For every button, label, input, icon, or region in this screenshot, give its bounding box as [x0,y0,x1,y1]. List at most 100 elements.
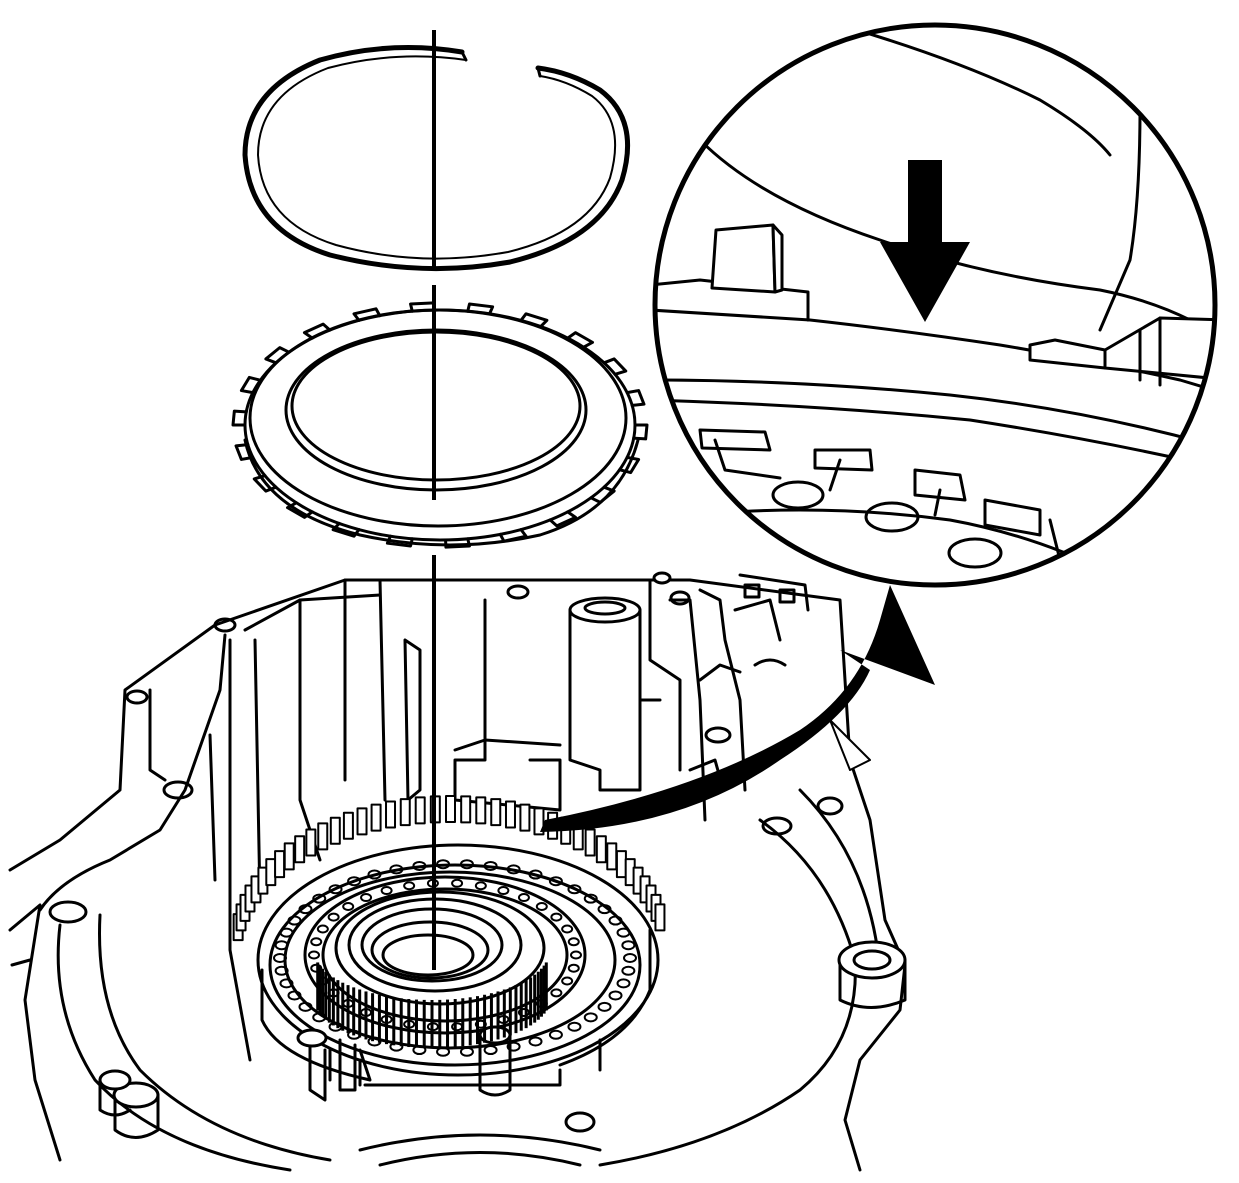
case-spline [305,828,317,857]
clutch-hole [436,859,451,870]
case-spline [490,798,502,827]
plate-tooth [302,322,332,340]
clutch-hole [561,976,574,986]
backing-plate [243,308,640,547]
clutch-hole [273,953,287,963]
plate-tooth [234,443,255,461]
clutch-hole [279,978,294,989]
clutch-hole [506,864,521,875]
backing-plate-teeth [231,301,649,549]
clutch-hole [517,1007,530,1017]
plate-tooth [466,302,495,316]
clutch-plate-stack [316,962,548,1048]
clutch-hole [380,886,393,896]
plate-tooth [444,537,471,549]
clutch-hole [451,1022,464,1032]
clutch-hole [483,1045,498,1056]
clutch-hole [327,912,340,922]
plate-tooth [239,375,262,395]
case-spline [317,822,329,851]
clutch-hole [548,1029,563,1040]
clutch-hole [367,869,382,880]
case-spline [370,803,382,832]
snap-ring [242,45,631,272]
clutch-hole [403,881,416,891]
detail-magnifier [652,22,1218,588]
clutch-hole [497,886,510,896]
clutch-hole [535,901,548,911]
case-spline [414,796,426,825]
plate-tooth [602,357,628,376]
clutch-hole [561,924,574,934]
plate-tooth [498,528,528,543]
clutch-hole [389,1041,404,1052]
case-spline [606,842,618,871]
case-spline [595,835,607,864]
transmission-case [8,571,907,1172]
case-spline [294,835,306,864]
plate-tooth [331,521,361,538]
clutch-hole [274,965,289,976]
clutch-hole [312,893,327,904]
clutch-hole [548,876,563,887]
clutch-hole [342,901,355,911]
case-spline [519,803,531,832]
clutch-hole [436,1046,451,1057]
plate-tooth [264,346,291,365]
clutch-hole [623,953,637,963]
case-spline [283,842,295,871]
clutch-hole [550,912,563,922]
clutch-hole [459,859,474,870]
clutch-hole [459,1046,474,1057]
plate-tooth [385,534,414,548]
clutch-hole [597,1001,612,1012]
clutch-hole [308,950,320,960]
clutch-hole [412,1045,427,1056]
clutch-hole [517,893,530,903]
clutch-hole [550,988,563,998]
clutch-hole [583,893,598,904]
clutch-hole [567,884,582,895]
plate-tooth [252,474,278,493]
clutch-hole [567,1021,582,1032]
case-spline [533,807,545,836]
case-spline [504,800,516,829]
clutch-hole [567,963,580,973]
clutch-hole [389,864,404,875]
clutch-hole [597,904,612,915]
callout-arrow [540,585,935,832]
clutch-hole [328,884,343,895]
case-spline [615,850,627,879]
plate-tooth [352,307,382,322]
case-spline [445,795,456,823]
clutch-hole [616,978,631,989]
case-spline [265,858,277,887]
case-spline [654,903,666,932]
clutch-hole [621,965,636,976]
case-spline [274,850,286,879]
plate-tooth [548,510,578,528]
clutch-hole [310,937,323,947]
case-spline [460,795,472,824]
case-spline [475,796,487,825]
case-spline [329,816,341,845]
plate-tooth [589,485,616,504]
plate-tooth [566,331,595,349]
case-spline [356,807,368,836]
clutch-hole [298,904,313,915]
clutch-hole [316,924,329,934]
case-spline [385,800,397,829]
clutch-hole [621,940,636,951]
plate-tooth [632,423,649,441]
clutch-hole [528,1036,543,1047]
plate-tooth [519,312,549,329]
clutch-hole [483,860,498,871]
clutch-hole [567,937,580,947]
clutch-hole [608,990,623,1001]
clutch-hole [570,950,582,960]
clutch-hole [274,940,289,951]
clutch-hole [360,893,373,903]
plate-tooth [625,389,646,407]
